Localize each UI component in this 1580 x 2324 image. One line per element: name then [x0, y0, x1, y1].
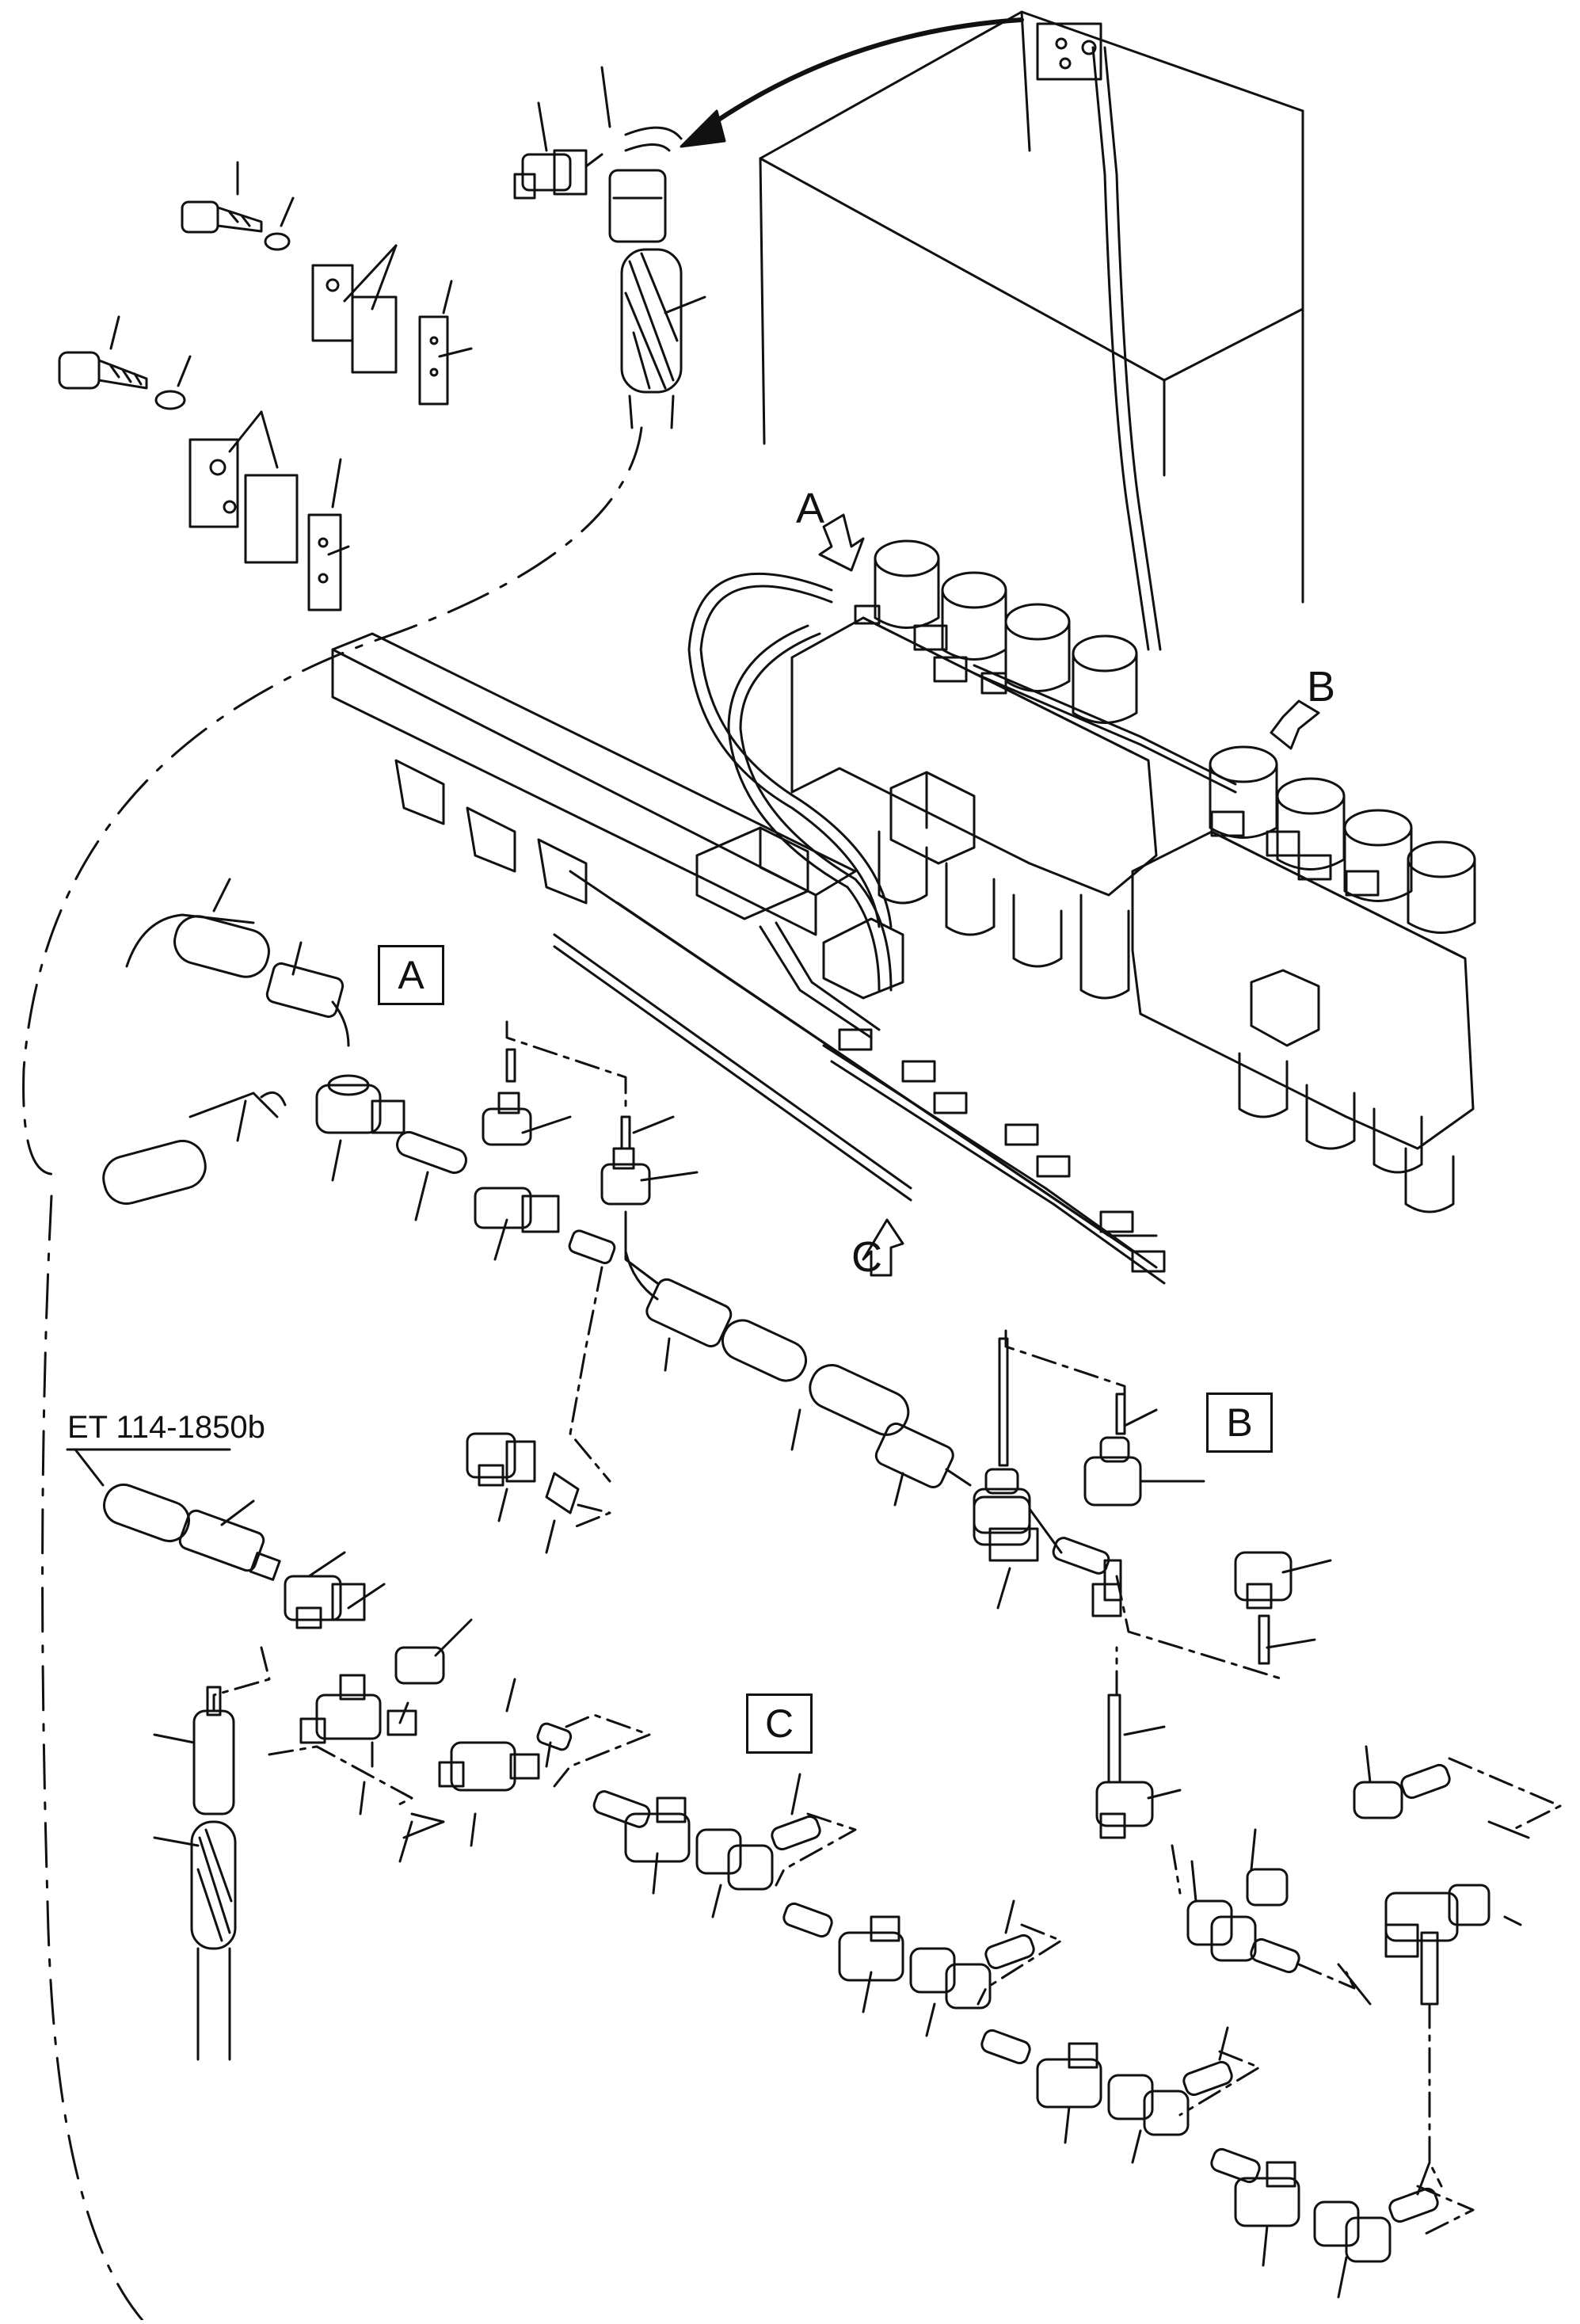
detail-box-a: A: [378, 945, 444, 1005]
arrow-label-c: C: [851, 1233, 882, 1281]
elbow-fitting-middle: [466, 1432, 611, 1554]
reference-hose-assembly: [66, 1448, 473, 2061]
detail-box-c: C: [746, 1693, 813, 1754]
dashed-leader-curve: [22, 426, 643, 2324]
curved-arrow: [680, 17, 1024, 148]
detail-a-assembly: [102, 878, 972, 1507]
arrow-label-a: A: [796, 485, 825, 532]
control-valve-block-a: [790, 539, 1158, 1000]
arrow-label-b: B: [1307, 663, 1336, 711]
detail-box-b: B: [1206, 1392, 1273, 1453]
view-arrow-b: [1270, 699, 1320, 750]
view-arrow-c: [862, 1218, 904, 1277]
pilot-hose-vertical: [1091, 46, 1162, 651]
detail-c-assembly: [268, 1678, 1562, 2299]
housing-box: [759, 10, 1304, 604]
detail-b-assembly: [973, 1329, 1332, 1839]
loop-hoses: [687, 572, 1237, 992]
clamp-assembly-upper: [181, 161, 473, 406]
drawing-reference: ET 114-1850b: [67, 1410, 265, 1445]
clamp-assembly-lower: [58, 315, 350, 611]
view-arrow-a: [818, 513, 865, 572]
control-valve-block-b: [1131, 745, 1476, 1213]
elbow-fitting-detail: [513, 66, 706, 429]
arm-frame: [331, 632, 1166, 1285]
